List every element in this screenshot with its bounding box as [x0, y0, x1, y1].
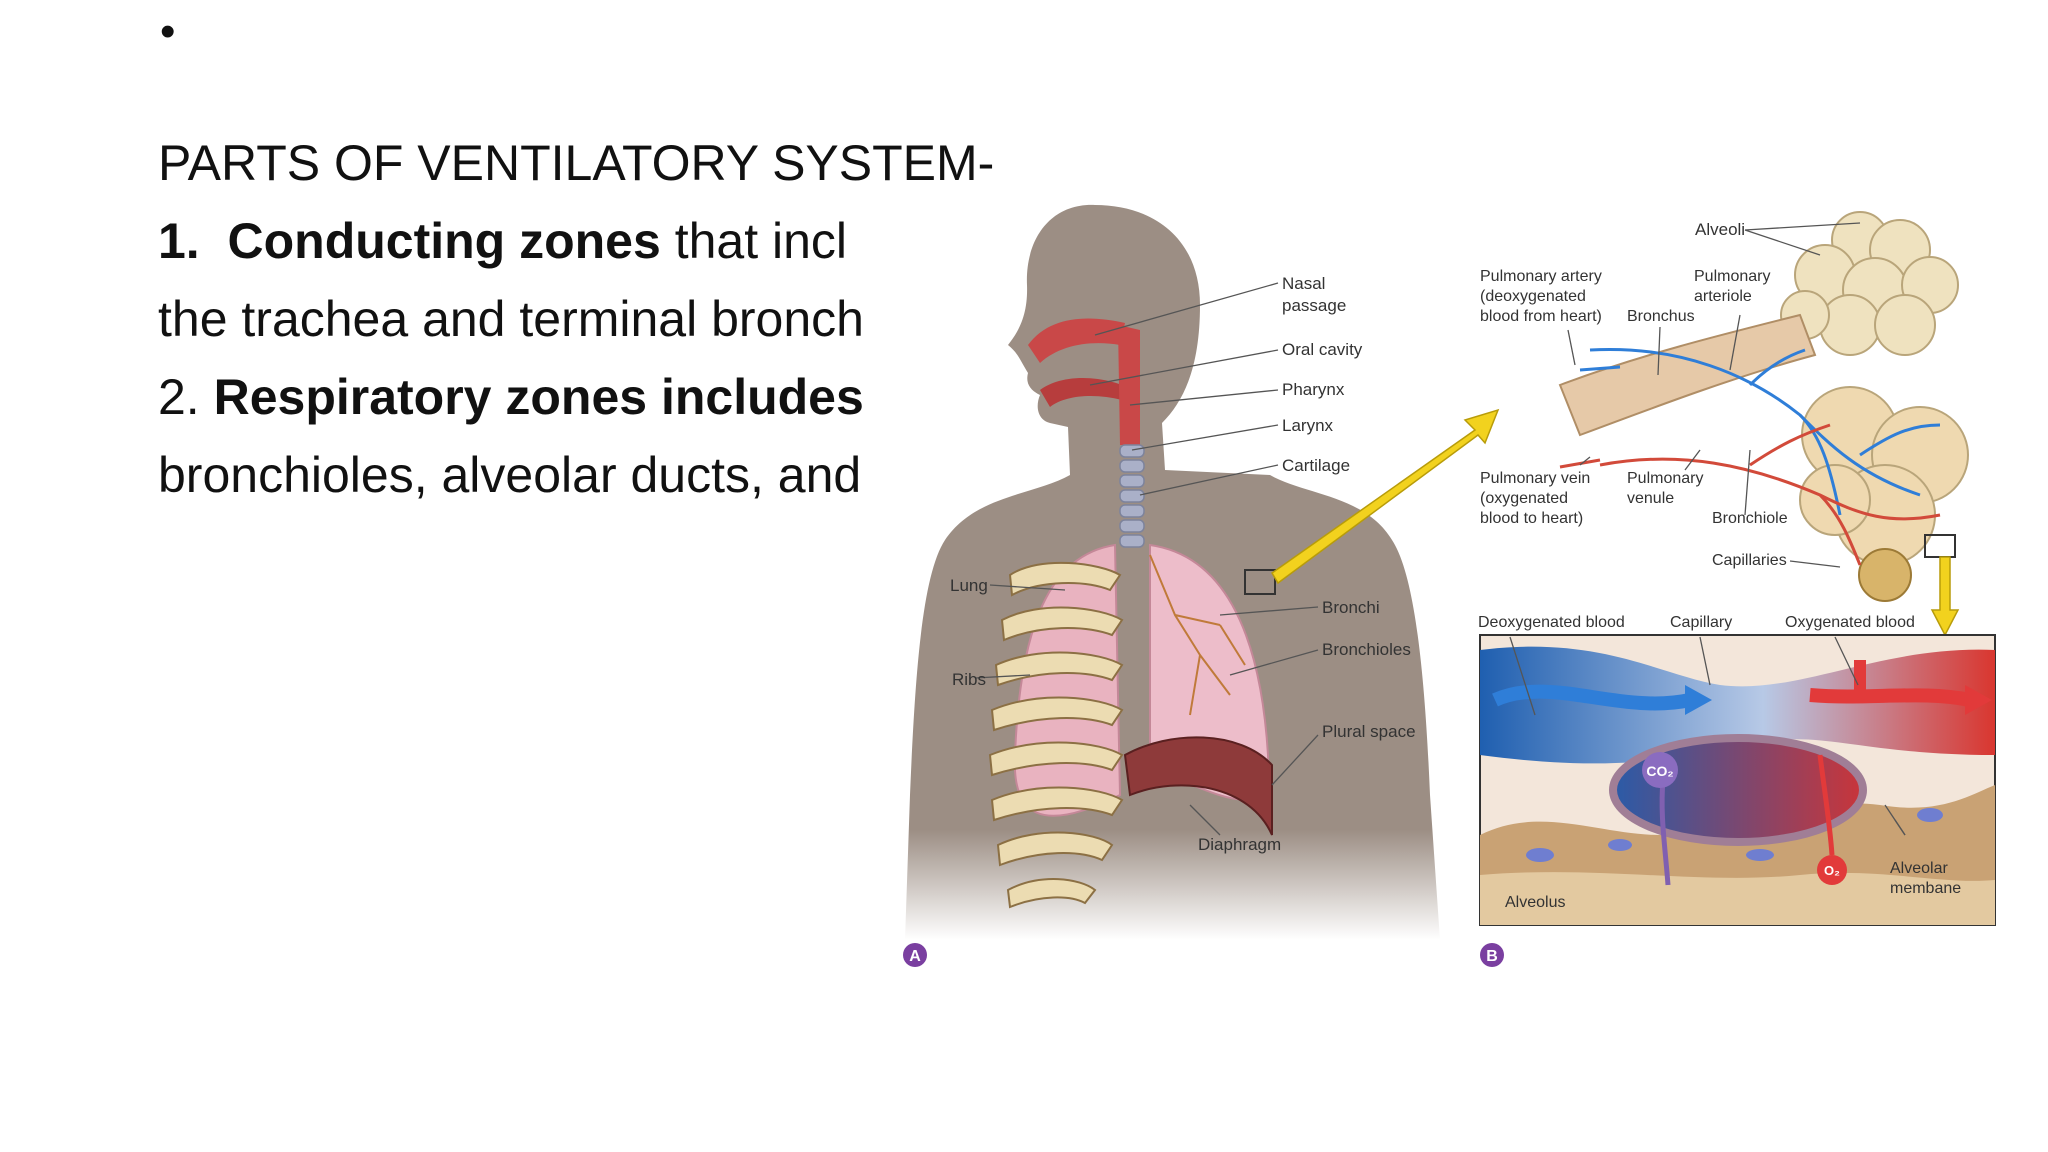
- label-pulmonary-artery-2: (deoxygenated: [1480, 288, 1586, 305]
- pharynx-shape: [1118, 325, 1140, 445]
- label-nasal: Nasal: [1282, 274, 1325, 293]
- respiratory-system-diagram: Nasal passage Oral cavity Pharynx Larynx…: [900, 195, 2030, 995]
- co2-label: CO₂: [1646, 763, 1673, 779]
- conducting-zones-term: Conducting zones: [228, 213, 661, 269]
- label-pulmonary-vein-1: Pulmonary vein: [1480, 470, 1590, 487]
- panel-b: CO₂ O₂: [1478, 212, 1995, 967]
- label-diaphragm: Diaphragm: [1198, 835, 1281, 854]
- label-oxygenated-blood: Oxygenated blood: [1785, 614, 1915, 631]
- panel-a: Nasal passage Oral cavity Pharynx Larynx…: [903, 205, 1498, 967]
- trachea: [1120, 445, 1144, 547]
- label-pulmonary-arteriole-1: Pulmonary: [1694, 268, 1770, 285]
- label-bronchioles: Bronchioles: [1322, 640, 1411, 659]
- label-pulmonary-venule-1: Pulmonary: [1627, 470, 1703, 487]
- label-deoxygenated-blood: Deoxygenated blood: [1478, 614, 1625, 631]
- item-number-1: 1.: [158, 213, 200, 269]
- respiratory-zones-line-2: bronchioles, alveolar ducts, and: [158, 436, 876, 514]
- label-capillaries: Capillaries: [1712, 552, 1787, 569]
- oxygenated-flow-arrow: [1810, 695, 1970, 700]
- pulmonary-vein-arrow: [1560, 460, 1600, 467]
- label-oral-cavity: Oral cavity: [1282, 340, 1363, 359]
- respiratory-zones-line: 2. Respiratory zones includes: [158, 358, 876, 436]
- label-alveolar-membrane-2: membane: [1890, 880, 1961, 897]
- label-bronchi: Bronchi: [1322, 598, 1380, 617]
- label-bronchus: Bronchus: [1627, 308, 1695, 325]
- bronchus-tube: [1560, 315, 1815, 435]
- label-alveoli: Alveoli: [1695, 220, 1745, 239]
- label-pulmonary-artery-3: blood from heart): [1480, 308, 1602, 325]
- label-larynx: Larynx: [1282, 416, 1334, 435]
- label-alveolar-membrane-1: Alveolar: [1890, 860, 1948, 877]
- conducting-zones-text: that incl: [661, 213, 847, 269]
- conducting-zones-line: 1. Conducting zones that incl: [158, 202, 876, 280]
- item-number-2: 2.: [158, 369, 214, 425]
- o2-label: O₂: [1824, 863, 1840, 878]
- label-plural-space: Plural space: [1322, 722, 1416, 741]
- slide-heading: PARTS OF VENTILATORY SYSTEM-: [158, 124, 1028, 202]
- label-cartilage: Cartilage: [1282, 456, 1350, 475]
- label-pulmonary-vein-3: blood to heart): [1480, 510, 1583, 527]
- slide-bullet: •: [160, 10, 175, 54]
- label-pulmonary-artery-1: Pulmonary artery: [1480, 268, 1602, 285]
- label-capillary: Capillary: [1670, 614, 1732, 631]
- label-ribs: Ribs: [952, 670, 986, 689]
- slide-text-block: PARTS OF VENTILATORY SYSTEM- 1. Conducti…: [158, 124, 1028, 514]
- label-alveolus: Alveolus: [1505, 894, 1565, 911]
- label-bronchiole: Bronchiole: [1712, 510, 1788, 527]
- respiratory-zones-term: Respiratory zones includes: [214, 369, 864, 425]
- panel-b-marker-letter: B: [1486, 948, 1498, 965]
- conducting-zones-line-2: the trachea and terminal bronch: [158, 280, 876, 358]
- label-lung: Lung: [950, 576, 988, 595]
- label-pulmonary-venule-2: venule: [1627, 490, 1674, 507]
- label-pulmonary-arteriole-2: arteriole: [1694, 288, 1752, 305]
- zoom-arrow-yellow-2: [1932, 557, 1958, 635]
- panel-a-marker-letter: A: [909, 948, 921, 965]
- label-pharynx: Pharynx: [1282, 380, 1345, 399]
- label-pulmonary-vein-2: (oxygenated: [1480, 490, 1568, 507]
- label-passage: passage: [1282, 296, 1346, 315]
